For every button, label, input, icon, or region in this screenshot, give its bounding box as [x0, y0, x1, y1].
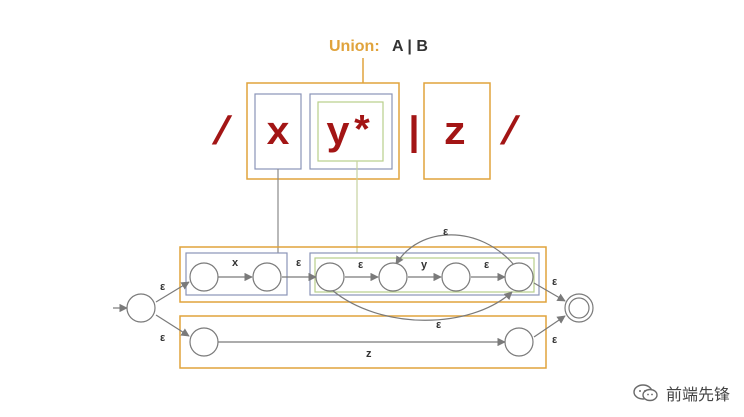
edge-star-skip — [331, 289, 513, 321]
union-branch-b-box — [423, 82, 491, 180]
wechat-icon — [633, 384, 658, 402]
label-x: x — [232, 257, 239, 269]
watermark: 前端先锋 — [632, 381, 730, 405]
union-branch-a-box — [246, 82, 400, 180]
state-z-end — [504, 327, 534, 357]
state-start — [126, 293, 156, 323]
union-title: Union: A | B — [329, 38, 428, 55]
nfa-lower-branch-box — [179, 315, 547, 369]
state-star-start — [315, 262, 345, 292]
edge-lower-to-final — [533, 315, 566, 338]
label-star-exit: ε — [484, 259, 490, 271]
state-x-start — [189, 262, 219, 292]
regex-close-slash: / — [498, 112, 522, 157]
regex-open-slash: / — [210, 112, 234, 157]
state-star-end — [504, 262, 534, 292]
label-z: z — [366, 348, 372, 360]
regex-x: x — [266, 112, 290, 157]
label-star-entry: ε — [358, 259, 364, 271]
label-start-upper: ε — [160, 281, 166, 293]
edge-star-loop — [395, 234, 515, 266]
label-start-lower: ε — [160, 332, 166, 344]
edge-upper-to-final — [533, 282, 566, 302]
state-final-inner — [568, 297, 590, 319]
label-y: y — [421, 259, 428, 271]
state-y-start — [378, 262, 408, 292]
edge-start-upper — [155, 281, 190, 303]
watermark-text: 前端先锋 — [665, 385, 730, 404]
union-title-expression: A | B — [392, 38, 428, 55]
regex-ystar-outer-box — [309, 93, 393, 170]
regex-ystar-inner-box — [317, 101, 384, 162]
nfa-x-box — [185, 252, 288, 296]
edge-start-lower — [155, 314, 190, 337]
regex-ystar: y* — [326, 112, 374, 157]
union-title-label: Union: — [329, 38, 380, 55]
regex-pipe: | — [402, 112, 426, 157]
label-lower-to-final: ε — [552, 334, 558, 346]
label-star-loop: ε — [443, 226, 449, 238]
nfa-upper-branch-box — [179, 246, 547, 303]
label-x-to-star: ε — [296, 257, 302, 269]
label-star-skip: ε — [436, 319, 442, 331]
label-upper-to-final: ε — [552, 276, 558, 288]
state-y-end — [441, 262, 471, 292]
state-z-start — [189, 327, 219, 357]
regex-z: z — [443, 112, 467, 157]
state-x-end — [252, 262, 282, 292]
